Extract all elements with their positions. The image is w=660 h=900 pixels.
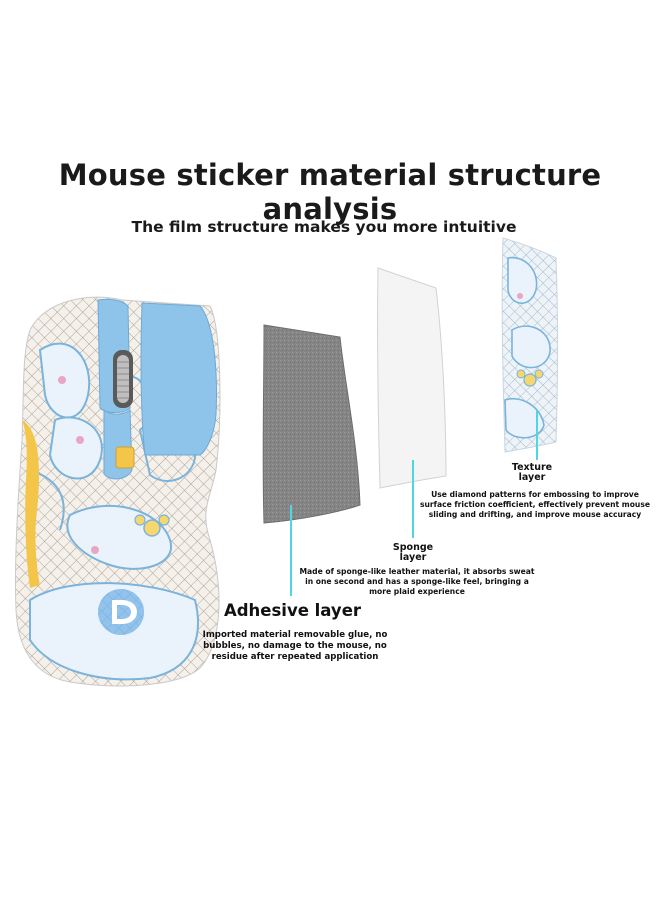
adhesive-desc-line1: Imported material removable glue, no <box>202 630 388 640</box>
texture-desc-line3: sliding and drifting, and improve mouse … <box>428 510 642 519</box>
texture-label-line2: layer <box>518 472 546 483</box>
page-subtitle: The film structure makes you more intuit… <box>131 218 517 236</box>
sponge-desc-line2: in one second and has a sponge-like feel… <box>305 577 529 586</box>
mouse-candy-decoration <box>134 514 170 537</box>
sponge-layer-label: Sponge layer <box>378 543 448 563</box>
dpi-button <box>115 446 135 469</box>
texture-layer-sheet <box>501 237 558 453</box>
texture-layer-description: Use diamond patterns for embossing to im… <box>415 490 655 520</box>
brand-logo <box>98 589 144 635</box>
page-title: Mouse sticker material structure analysi… <box>58 158 602 226</box>
sponge-desc-line1: Made of sponge-like leather material, it… <box>299 567 535 576</box>
mouse-illustration <box>14 296 221 687</box>
adhesive-layer-description: Imported material removable glue, no bub… <box>190 630 400 663</box>
sponge-layer-sheet <box>377 267 447 489</box>
sponge-layer-description: Made of sponge-like leather material, it… <box>292 567 542 597</box>
texture-desc-line2: surface friction coefficient, effectivel… <box>419 500 650 509</box>
sponge-desc-line3: more plaid experience <box>369 587 465 596</box>
adhesive-desc-line2: bubbles, no damage to the mouse, no <box>203 641 387 651</box>
adhesive-desc-line3: residue after repeated application <box>211 652 379 662</box>
adhesive-layer-label: Adhesive layer <box>223 601 362 620</box>
texture-label-line1: Texture <box>511 462 553 473</box>
texture-layer-label: Texture layer <box>497 463 567 483</box>
adhesive-layer-sheet <box>262 324 361 524</box>
sponge-label-line2: layer <box>399 552 427 563</box>
sponge-label-line1: Sponge <box>392 542 434 553</box>
texture-desc-line1: Use diamond patterns for embossing to im… <box>431 490 639 499</box>
